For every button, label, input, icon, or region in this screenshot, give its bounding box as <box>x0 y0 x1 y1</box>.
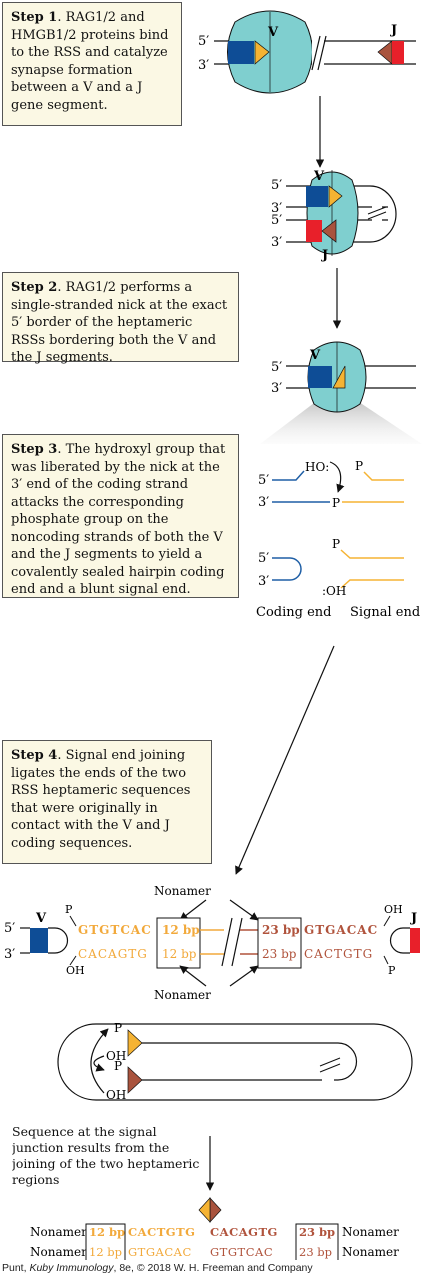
svg-text:OH: OH <box>106 1049 126 1063</box>
svg-text:Nonamer: Nonamer <box>342 1245 399 1259</box>
j-segment <box>392 41 404 64</box>
svg-text:23 bp: 23 bp <box>299 1225 335 1239</box>
svg-text:Nonamer: Nonamer <box>342 1225 399 1239</box>
svg-text:OH: OH <box>66 964 85 977</box>
coding-end-label: Coding end <box>256 605 331 620</box>
seq-left-top: GTGTCAC <box>78 923 152 937</box>
svg-text:P: P <box>114 1059 122 1073</box>
svg-text:3′: 3′ <box>258 574 269 589</box>
junction-seq-bottom-b: GTGTCAC <box>210 1245 273 1259</box>
svg-text:5′: 5′ <box>258 551 269 566</box>
svg-text:HO:: HO: <box>305 460 329 474</box>
svg-text:P: P <box>332 537 340 551</box>
svg-text:P: P <box>355 459 363 473</box>
svg-text:12 bp: 12 bp <box>89 1225 125 1239</box>
svg-text:12 bp: 12 bp <box>162 923 200 937</box>
svg-text:V: V <box>309 348 321 363</box>
svg-text:3′: 3′ <box>271 235 282 250</box>
rss-brown-triangle <box>377 40 393 65</box>
junction-panel: Nonamer Nonamer 12 bp 12 bp CACTGTG CACA… <box>30 1197 399 1260</box>
svg-text:12 bp: 12 bp <box>162 947 197 961</box>
svg-text:P: P <box>65 903 73 916</box>
seq-right-top: GTGACAC <box>304 923 378 937</box>
chemistry-panel: 5′ 3′ HO: P P 5′ 3′ P :OH Coding end Sig… <box>235 459 420 875</box>
svg-text:12 bp: 12 bp <box>89 1245 122 1259</box>
v-segment <box>228 41 254 64</box>
svg-text:Nonamer: Nonamer <box>30 1225 87 1239</box>
step2-box: Step 2. RAG1/2 performs a single-strande… <box>2 272 239 365</box>
svg-text:5′: 5′ <box>271 178 282 193</box>
panel-1: 5′ 3′ V J <box>198 10 416 168</box>
step2-text: . RAG1/2 performs a single-stranded nick… <box>11 280 228 365</box>
svg-text:V: V <box>313 169 325 184</box>
nick-panel: 5′ 3′ V <box>260 341 422 444</box>
svg-text:J: J <box>321 248 328 263</box>
svg-text:5′: 5′ <box>271 360 282 375</box>
step3-text: . The hydroxyl group that was liberated … <box>11 442 226 597</box>
junction-seq-bottom-a: GTGACAC <box>128 1245 192 1259</box>
synapse-panel: 5′ 3′ 5′ 3′ V J <box>271 169 397 329</box>
signal-circle-panel: P OH P OH <box>57 1021 413 1102</box>
svg-text:P: P <box>114 1021 122 1035</box>
step1-title: Step 1 <box>11 10 58 25</box>
svg-text:5′: 5′ <box>4 921 15 936</box>
step3-box: Step 3. The hydroxyl group that was libe… <box>2 434 239 598</box>
svg-text:3′: 3′ <box>258 495 269 510</box>
svg-text:OH: OH <box>384 903 403 916</box>
seq-left-bottom: CACAGTG <box>78 947 148 961</box>
svg-text:3′: 3′ <box>271 381 282 396</box>
svg-text:V: V <box>35 911 47 926</box>
step4-box: Step 4. Signal end joining ligates the e… <box>2 740 212 864</box>
step4-text: . Signal end joining ligates the ends of… <box>11 748 191 851</box>
svg-text:5′: 5′ <box>258 473 269 488</box>
junction-caption: Sequence at the signal junction results … <box>12 1124 200 1187</box>
junction-seq-top-b: CACAGTG <box>210 1225 278 1239</box>
five-prime-label: 5′ <box>198 34 209 49</box>
svg-text:Nonamer: Nonamer <box>30 1245 87 1259</box>
svg-text:3′: 3′ <box>4 947 15 962</box>
step1-text: . RAG1/2 and HMGB1/2 proteins bind to th… <box>11 10 169 113</box>
book-title: Kuby Immunology <box>29 1262 114 1274</box>
svg-text:3′: 3′ <box>271 201 282 216</box>
junction-seq-top-a: CACTGTG <box>128 1225 196 1239</box>
svg-text::OH: :OH <box>322 584 346 598</box>
svg-text:P: P <box>332 496 340 510</box>
credit-line: Punt, Kuby Immunology, 8e, © 2018 W. H. … <box>2 1262 313 1274</box>
svg-text:J: J <box>410 911 417 926</box>
svg-text:P: P <box>388 964 396 977</box>
nonamer-bottom: Nonamer <box>154 988 211 1002</box>
step3-title: Step 3 <box>11 442 58 457</box>
v-label: V <box>267 25 279 40</box>
step2-title: Step 2 <box>11 280 58 295</box>
signal-end-label: Signal end <box>350 605 420 620</box>
svg-text:23 bp: 23 bp <box>262 923 300 937</box>
svg-text:5′: 5′ <box>271 213 282 228</box>
j-label: J <box>390 23 397 38</box>
svg-text:23 bp: 23 bp <box>299 1245 332 1259</box>
svg-text:OH: OH <box>106 1088 126 1102</box>
three-prime-label: 3′ <box>198 58 209 73</box>
signal-ends-panel: Nonamer 5′ 3′ V P OH GTGTCAC CACAGTG 12 … <box>4 884 420 1002</box>
svg-text:23 bp: 23 bp <box>262 947 297 961</box>
seq-right-bottom: CACTGTG <box>304 947 373 961</box>
nonamer-top: Nonamer <box>154 884 211 898</box>
step4-title: Step 4 <box>11 748 58 763</box>
rss-yellow-triangle <box>254 40 270 65</box>
step1-box: Step 1. RAG1/2 and HMGB1/2 proteins bind… <box>2 2 182 126</box>
